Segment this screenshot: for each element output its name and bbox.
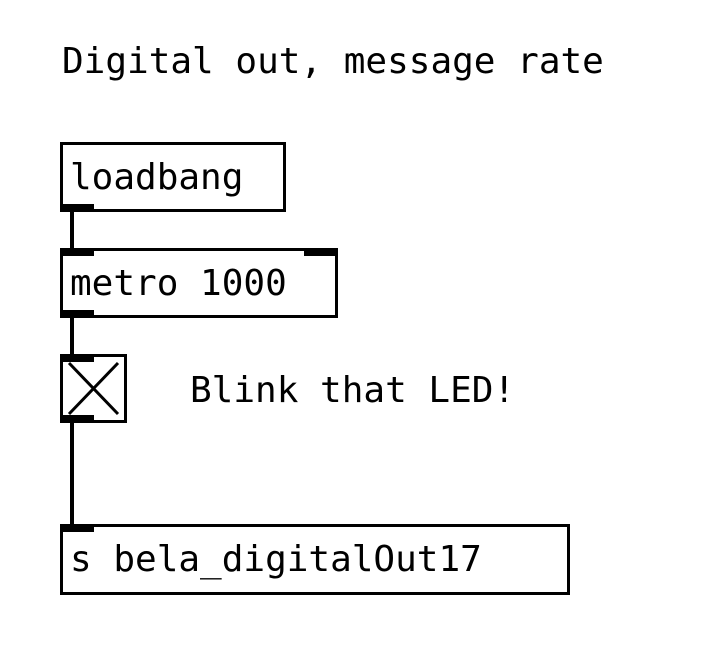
metro-object[interactable]: metro 1000 (60, 248, 338, 318)
metro-left-inlet[interactable] (60, 248, 94, 256)
wire-metro-toggle (70, 316, 74, 358)
toggle-x-icon (67, 361, 120, 416)
wire-toggle-send (70, 421, 74, 527)
send-digital-out-object[interactable]: s bela_digitalOut17 (60, 524, 570, 595)
metro-outlet[interactable] (60, 310, 94, 318)
toggle-inlet[interactable] (60, 354, 94, 362)
wire-loadbang-metro (70, 210, 74, 252)
led-toggle[interactable] (60, 354, 127, 423)
send-object-label: s bela_digitalOut17 (70, 539, 482, 580)
loadbang-object-label: loadbang (70, 157, 244, 198)
loadbang-object[interactable]: loadbang (60, 142, 286, 212)
toggle-outlet[interactable] (60, 415, 94, 423)
send-inlet[interactable] (60, 524, 94, 532)
metro-object-label: metro 1000 (70, 263, 287, 304)
led-comment: Blink that LED! (190, 370, 516, 411)
metro-right-inlet[interactable] (304, 248, 338, 256)
loadbang-outlet[interactable] (60, 204, 94, 212)
title-comment: Digital out, message rate (62, 41, 604, 82)
